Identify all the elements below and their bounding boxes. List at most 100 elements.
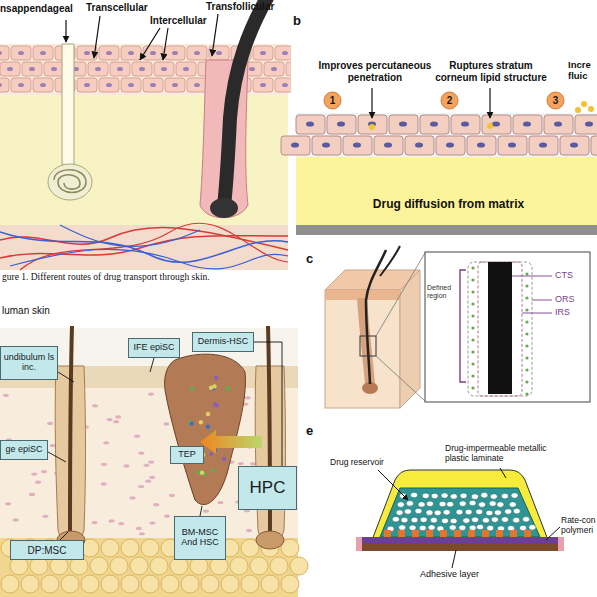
dermal-cell (115, 415, 121, 418)
skin-stem-cell-illustration (58, 372, 74, 382)
skin-stem-cell-illustration (256, 531, 284, 549)
drug-particle (456, 509, 463, 515)
stratum-corneum-cell (291, 142, 299, 147)
tumor-cell (222, 457, 226, 461)
drug-particle (505, 509, 512, 515)
route-label: Transcellular (86, 2, 148, 14)
dermal-cell (35, 481, 41, 484)
stratum-corneum-cell (415, 142, 423, 147)
tumor-cell (200, 471, 204, 475)
epidermis-cell (84, 83, 90, 87)
cell-type-box: HPC (238, 466, 297, 510)
part-label: Drug reservoir (330, 458, 384, 468)
fat-cell (230, 557, 248, 575)
fat-cell (201, 575, 219, 593)
enhancer-mechanism-illustration (489, 88, 490, 118)
drug-particle (415, 508, 422, 514)
drug-particle (460, 493, 467, 499)
skin-routes-illustration (60, 225, 200, 246)
sheath-cell (471, 290, 474, 293)
stratum-corneum-cell (446, 142, 454, 147)
enhancer-mechanism-illustration (588, 106, 594, 112)
drug-particle (459, 501, 466, 507)
epidermis-cell (143, 46, 163, 60)
dermal-cell (203, 510, 209, 513)
drug-particle (476, 524, 483, 530)
figure-caption: gure 1. Different routes of drug transpo… (2, 272, 292, 283)
epidermis-cell (187, 46, 207, 60)
drug-particle (471, 494, 478, 500)
epidermis-cell (11, 46, 31, 60)
sheath-cell (471, 362, 474, 365)
epidermis-cell (253, 46, 273, 60)
stratum-corneum-cell (477, 142, 485, 147)
epidermis-cell (121, 46, 141, 60)
hair-follicle-illustration (360, 336, 376, 356)
part-label: Rate-con polymeri (561, 516, 597, 536)
dermal-cell (238, 462, 244, 465)
epidermis-cell (172, 83, 178, 87)
drug-particle (441, 518, 448, 524)
epidermis-cell (260, 83, 266, 87)
skin-stem-cell-illustration (200, 430, 262, 454)
tumor-cell (209, 452, 213, 456)
node-text: 2 (447, 95, 453, 106)
hair-follicle-illustration (376, 356, 425, 401)
enhancer-mechanism-illustration (296, 157, 597, 225)
dermal-cell (118, 522, 124, 525)
transdermal-patch-illustration (360, 537, 560, 543)
enhancer-mechanism-illustration (487, 123, 493, 129)
mechanism-label: Improves percutaneous penetration (318, 60, 432, 83)
epidermis-cell (0, 62, 20, 76)
epidermis-cell (150, 51, 156, 55)
epidermis-cell (106, 83, 112, 87)
fat-cell (150, 557, 168, 575)
stratum-corneum-cell (430, 121, 438, 126)
epidermis-cell (121, 78, 141, 92)
sheath-cell (525, 272, 528, 275)
dermal-cell (138, 485, 144, 488)
membrane-pore (398, 530, 405, 537)
dermal-cell (169, 494, 175, 497)
hair-follicle-illustration (460, 270, 466, 382)
membrane-pore (468, 530, 475, 537)
enhancer-mechanism-illustration (581, 101, 587, 107)
dermal-cell (129, 496, 135, 499)
route-label: Transfollicular (206, 1, 274, 13)
stratum-corneum-cell (296, 115, 325, 134)
drug-particle (447, 501, 454, 507)
cell-type-box: IFE epiSC (128, 338, 180, 358)
tumor-cell (189, 421, 193, 425)
callout-circle (547, 92, 564, 109)
cell-type-box: Dermis-HSC (192, 332, 254, 352)
stratum-corneum-cell (570, 142, 578, 147)
drug-particle (486, 510, 493, 516)
drug-particle (450, 494, 457, 500)
epidermis-cell (99, 46, 119, 60)
panel-letter: e (306, 424, 313, 439)
drug-particle (519, 525, 526, 531)
drug-particle (409, 525, 416, 531)
cell-type-box: TEP (170, 446, 204, 464)
skin-stem-cell-illustration (0, 300, 298, 597)
drug-particle (410, 492, 417, 498)
dermal-cell (250, 462, 256, 465)
tumor-cell (190, 386, 194, 390)
skin-routes-illustration (62, 44, 74, 165)
drug-particle (397, 502, 404, 508)
drug-particle (481, 492, 488, 498)
route-label: nsappendageal (0, 3, 73, 15)
hair-follicle-illustration (425, 252, 590, 402)
node-text: IFE epiSC (133, 343, 174, 353)
sheath-cell (471, 302, 474, 305)
epidermis-cell (165, 78, 185, 92)
sheath-cell (471, 266, 474, 269)
transdermal-patch-illustration (356, 537, 362, 551)
node-text: 3 (553, 95, 559, 106)
route-label: Intercellular (150, 15, 207, 27)
drug-particle (489, 501, 496, 507)
drug-particle (509, 502, 516, 508)
fat-cell (90, 557, 108, 575)
epidermis-cell (194, 83, 200, 87)
membrane-pore (524, 530, 531, 537)
